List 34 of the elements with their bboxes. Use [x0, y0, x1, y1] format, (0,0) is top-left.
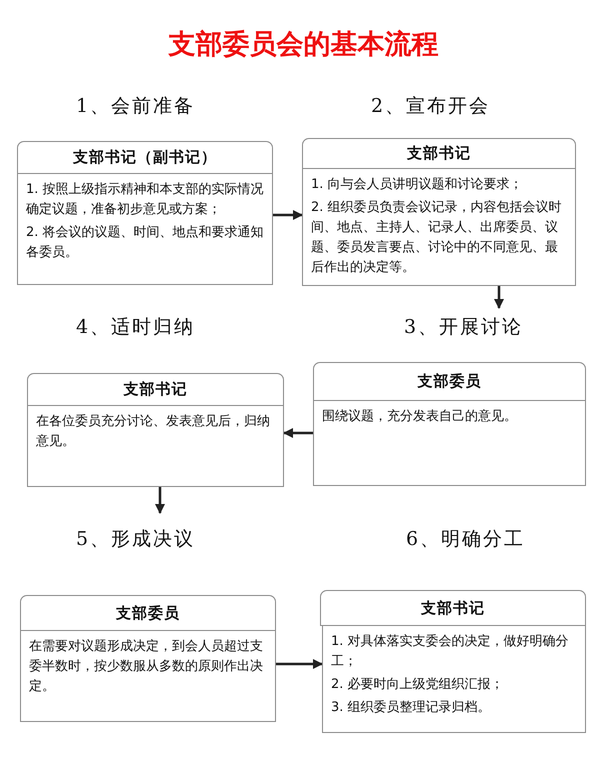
- list-item: 2. 必要时向上级党组织汇报；: [331, 676, 505, 694]
- arrow: [155, 487, 165, 514]
- list-item: 1. 按照上级指示精神和本支部的实际情况确定议题，准备初步意见或方案；: [26, 181, 264, 219]
- description-box: [313, 400, 586, 486]
- list-item: 1. 向与会人员讲明议题和讨论要求；: [311, 176, 524, 194]
- step-heading: 5、形成决议: [76, 527, 196, 552]
- body-text: 围绕议题，充分发表自己的意见。: [322, 408, 518, 426]
- arrow: [276, 659, 323, 669]
- role-label: 支部书记（副书记）: [73, 148, 217, 167]
- role-label: 支部书记: [421, 598, 485, 618]
- body-text: 在需要对议题形成决定，到会人员超过支委半数时，按少数服从多数的原则作出决定。: [29, 638, 264, 696]
- description-box: [27, 405, 284, 487]
- role-label: 支部委员: [418, 372, 482, 391]
- description-box: [322, 625, 586, 733]
- title: 支部委员会的基本流程: [168, 29, 438, 60]
- body-text: 在各位委员充分讨论、发表意见后，归纳意见。: [36, 413, 271, 451]
- arrow: [494, 286, 504, 309]
- step-heading: 1、会前准备: [76, 94, 196, 119]
- list-item: 3. 组织委员整理记录归档。: [331, 699, 492, 717]
- role-label: 支部书记: [124, 380, 188, 399]
- step-heading: 2、宣布开会: [371, 94, 490, 119]
- step-heading: 6、明确分工: [406, 527, 526, 552]
- list-item: 1. 对具体落实支委会的决定，做好明确分工；: [331, 633, 570, 671]
- role-label: 支部书记: [407, 144, 471, 163]
- list-item: 2. 组织委员负责会议记录，内容包括会议时间、地点、主持人、记录人、出席委员、议题、委员发言要点、讨论中的不同意见、最后作出的决定等。: [311, 199, 563, 277]
- role-label: 支部委员: [116, 604, 180, 622]
- arrow: [273, 210, 303, 220]
- description-box: [20, 630, 276, 722]
- step-heading: 4、适时归纳: [76, 315, 196, 340]
- arrow: [283, 428, 313, 438]
- step-heading: 3、开展讨论: [404, 315, 524, 340]
- list-item: 2. 将会议的议题、时间、地点和要求通知各委员。: [26, 224, 264, 262]
- description-box: [17, 173, 273, 285]
- description-box: [302, 168, 576, 286]
